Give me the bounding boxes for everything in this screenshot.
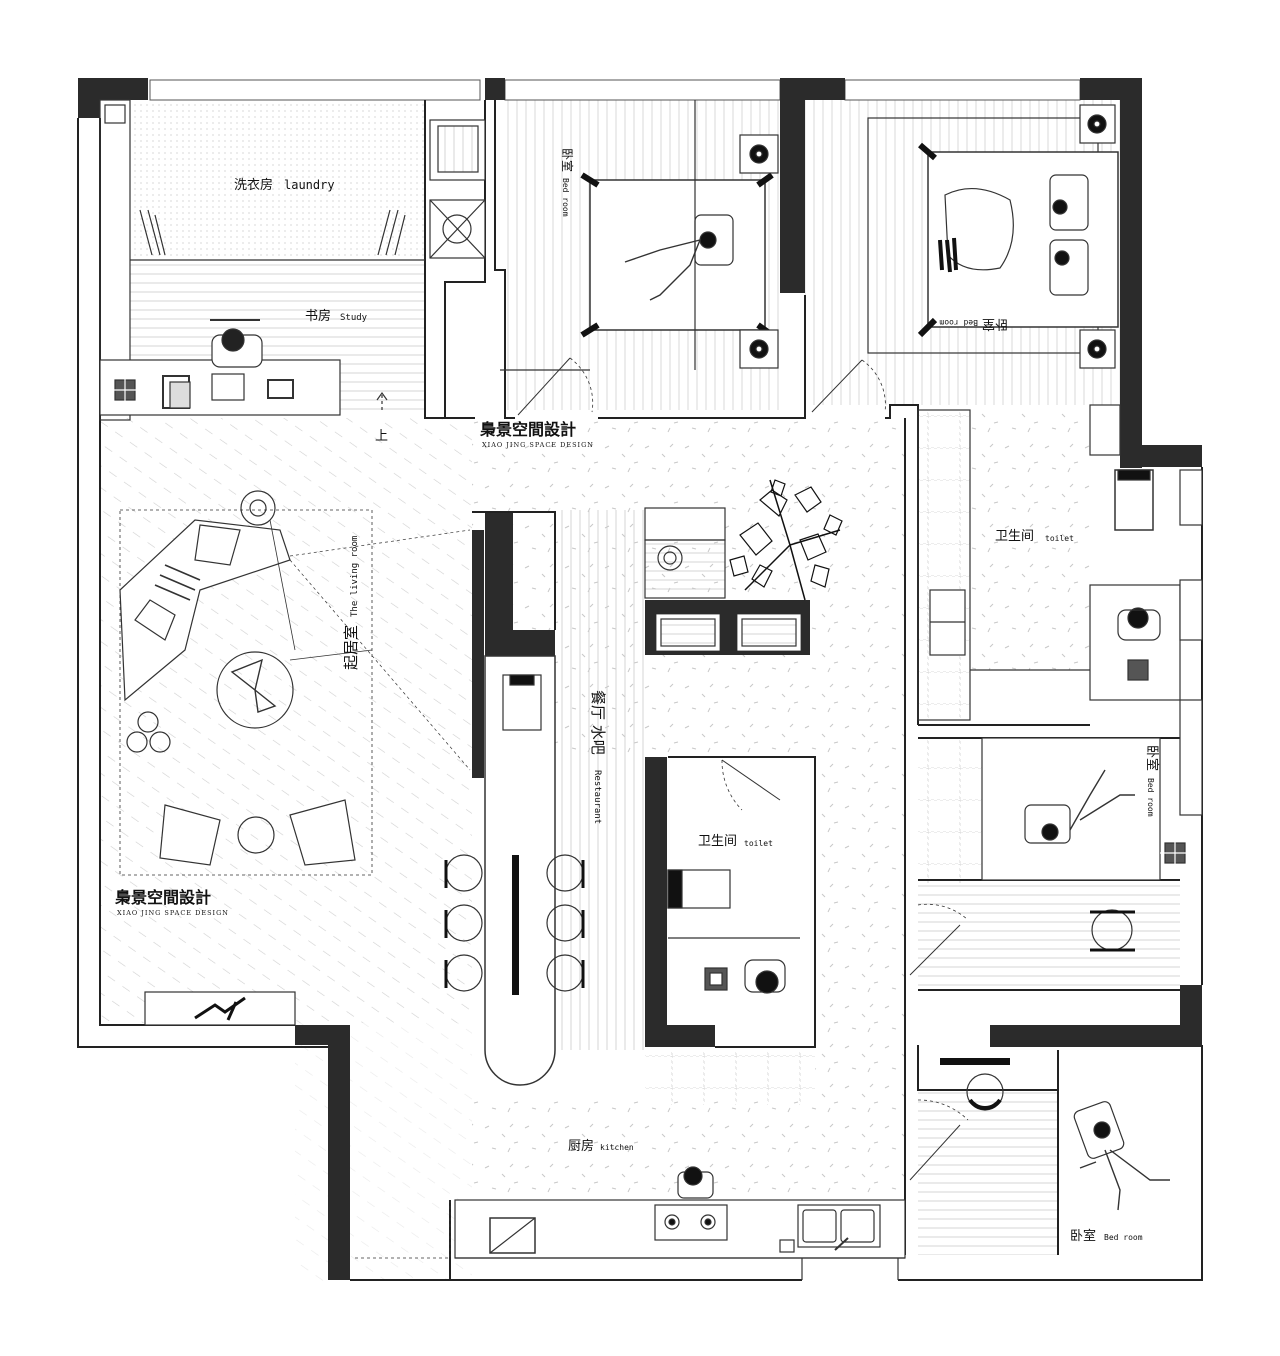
master-toilet-fixtures [917, 404, 1203, 816]
brand-sub-living: XIAO JING SPACE DESIGN [117, 909, 229, 917]
dining-label-cn: 餐厅 水吧 [589, 690, 607, 755]
bedroom-b-label-cn: 卧室 [982, 316, 1008, 332]
dining-island [444, 507, 801, 1086]
bedroom-c-label-cn: 卧室 [1144, 745, 1160, 771]
study-label-en: Study [340, 313, 368, 323]
kitchen-fixtures [355, 1166, 906, 1280]
laundry-label-cn: 洗衣房 [234, 177, 273, 193]
stair-label: 上 [375, 429, 388, 444]
brand-name-living: 梟景空間設計 [114, 888, 211, 907]
bedroom-b-furniture [811, 104, 1119, 413]
brand-sub-top: XIAO JING SPACE DESIGN [482, 441, 594, 449]
brand-name-top: 梟景空間設計 [479, 420, 576, 439]
bedroom-a-label-cn: 卧室 [560, 148, 575, 172]
bedroom-d-furniture [909, 1058, 1170, 1211]
study-label-cn: 书房 [305, 308, 331, 324]
toilet-guest-label-cn: 卫生间 [698, 834, 737, 849]
kitchen-label-cn: 厨房 [568, 1138, 594, 1154]
bedroom-d-label-en: Bed room [1104, 1233, 1143, 1242]
living-label-en: The living room [350, 536, 360, 617]
bedroom-a-furniture [500, 100, 779, 416]
laundry-study [99, 99, 486, 421]
dining-label-en: Restaurant [592, 770, 602, 824]
tree-icon [729, 479, 843, 601]
toilet-master-label-cn: 卫生间 [995, 529, 1034, 544]
toilet-master-label-en: toilet [1045, 534, 1074, 543]
bedroom-a-label-en: Bed room [561, 178, 570, 217]
brand-mark-top: 梟景空間設計 XIAO JING SPACE DESIGN [479, 420, 594, 449]
bedroom-c-furniture [909, 737, 1190, 976]
bedroom-c-label-en: Bed room [1146, 778, 1155, 817]
room-labels: 洗衣房 laundry 书房 Study 上 卧室 Bed room 卧室 Be… [234, 148, 1160, 1244]
living-label-cn: 起居室 [342, 625, 360, 670]
guest-toilet-fixtures [667, 759, 800, 994]
brand-mark-living: 梟景空間設計 XIAO JING SPACE DESIGN [114, 888, 229, 917]
kitchen-label-en: kitchen [600, 1143, 634, 1152]
laundry-label-en: laundry [284, 178, 335, 192]
living-room-furniture [119, 490, 471, 1026]
bedroom-b-label-en: Bed room [939, 318, 978, 327]
bedroom-d-label-cn: 卧室 [1070, 1228, 1096, 1244]
toilet-guest-label-en: toilet [744, 839, 773, 848]
